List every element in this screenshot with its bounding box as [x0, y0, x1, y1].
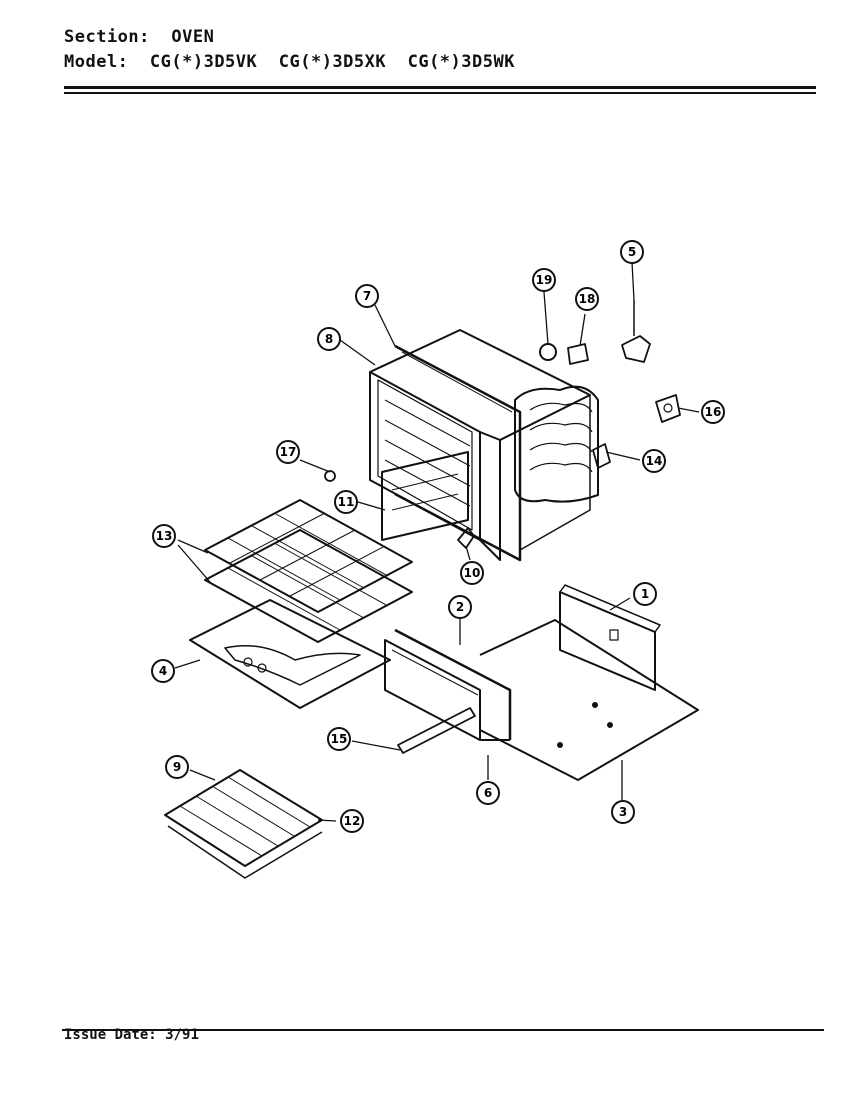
- svg-text:9: 9: [173, 760, 181, 774]
- broiler-drawer: [384, 628, 512, 741]
- callout-marker: 8: [317, 327, 341, 351]
- section-label: Section:: [64, 27, 150, 47]
- model-label: Model:: [64, 52, 129, 72]
- light-socket: [324, 470, 336, 482]
- callout-marker: 5: [620, 240, 644, 264]
- front-frame: [394, 344, 522, 562]
- svg-text:17: 17: [280, 445, 297, 459]
- model-number: CG(*)3D5VK: [149, 52, 258, 72]
- oven-rack: [204, 499, 413, 643]
- callout-marker: 1: [633, 582, 657, 606]
- callout-marker: 3: [611, 800, 635, 824]
- callout-marker: 18: [575, 287, 599, 311]
- footer-rule: [62, 1029, 824, 1031]
- callout-marker: 12: [340, 809, 364, 833]
- svg-text:3: 3: [619, 805, 627, 819]
- igniter: [621, 300, 651, 363]
- svg-text:1: 1: [641, 587, 649, 601]
- thermostat-bulb: [655, 394, 681, 423]
- svg-text:7: 7: [363, 289, 371, 303]
- callout-marker: 15: [327, 727, 351, 751]
- callout-marker: 19: [532, 268, 556, 292]
- callout-marker: 13: [152, 524, 176, 548]
- header-rule: [64, 86, 816, 89]
- valve-fitting: [457, 527, 475, 549]
- issue-value: 3/91: [165, 1027, 199, 1043]
- svg-text:16: 16: [705, 405, 722, 419]
- svg-text:14: 14: [646, 454, 663, 468]
- callout-marker: 17: [276, 440, 300, 464]
- burner-orifice: [539, 343, 589, 365]
- callout-marker: 10: [460, 561, 484, 585]
- svg-text:11: 11: [338, 495, 355, 509]
- callout-marker: 4: [151, 659, 175, 683]
- oven-cavity: [369, 329, 591, 561]
- svg-text:12: 12: [344, 814, 361, 828]
- section-value: OVEN: [171, 27, 215, 47]
- model-number: CG(*)3D5XK: [278, 52, 387, 72]
- callout-marker: 7: [355, 284, 379, 308]
- svg-text:18: 18: [579, 292, 596, 306]
- callout-marker: 9: [165, 755, 189, 779]
- base-plate: [479, 619, 699, 781]
- drawer-slide: [397, 707, 476, 754]
- model-number: CG(*)3D5WK: [407, 52, 515, 72]
- rack-support-panel: [381, 451, 469, 541]
- svg-text:10: 10: [464, 566, 481, 580]
- callout-marker: 2: [448, 595, 472, 619]
- control-bracket: [559, 584, 661, 691]
- callout-marker: 6: [476, 781, 500, 805]
- svg-text:13: 13: [156, 529, 173, 543]
- svg-text:15: 15: [331, 732, 348, 746]
- svg-text:6: 6: [484, 786, 492, 800]
- callout-marker: 16: [701, 400, 725, 424]
- safety-valve: [592, 443, 611, 469]
- callout-leaders: [174, 261, 700, 822]
- svg-text:19: 19: [536, 273, 553, 287]
- callout-marker: 11: [334, 490, 358, 514]
- svg-text:5: 5: [628, 245, 636, 259]
- broiler-pan: [164, 769, 323, 879]
- svg-text:8: 8: [325, 332, 333, 346]
- header-rule: [64, 92, 816, 94]
- section-heading: Section: OVEN: [64, 27, 214, 47]
- issue-label: Issue Date:: [64, 1027, 157, 1043]
- callout-marker: 14: [642, 449, 666, 473]
- oven-bottom-burner-plate: [189, 599, 391, 709]
- svg-text:2: 2: [456, 600, 464, 614]
- issue-date: Issue Date: 3/91: [64, 1027, 199, 1043]
- svg-text:4: 4: [159, 664, 167, 678]
- insulation-blanket: [514, 385, 599, 503]
- model-heading: Model: CG(*)3D5VK CG(*)3D5XK CG(*)3D5WK: [64, 52, 515, 72]
- callout-markers: 1 2 3 4 5 6 7 8 9 10 11 12 13 14 15 16 1…: [151, 240, 725, 833]
